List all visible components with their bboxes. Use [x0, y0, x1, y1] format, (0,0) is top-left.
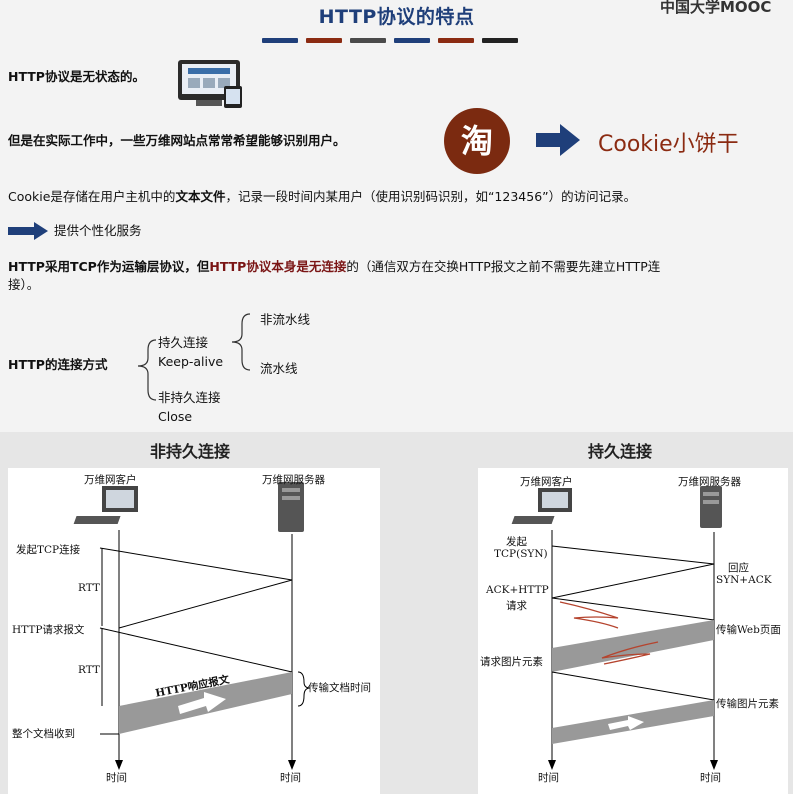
- client-computer-icon: [73, 486, 138, 524]
- client-computer-icon: [511, 488, 572, 524]
- tcp-start-label: 发起TCP连接: [16, 544, 81, 556]
- persistent-label: 持久连接: [158, 335, 209, 350]
- rtt-label: RTT: [78, 582, 100, 594]
- left-diagram-graphics: [73, 482, 311, 770]
- time-label: 时间: [106, 772, 127, 784]
- tree-brackets: [137, 313, 251, 401]
- web-page-label: 传输Web页面: [716, 624, 781, 636]
- time-label: 时间: [538, 772, 559, 784]
- server-icon: [278, 482, 304, 532]
- syn-label-b: TCP(SYN): [494, 548, 548, 560]
- persistent-diagram: 万维网客户 万维网服务器 发起 TCP(SYN) 回应 SYN+ACK ACK+…: [478, 468, 788, 794]
- devices-icon: [178, 60, 242, 108]
- time-label: 时间: [700, 772, 721, 784]
- accent-bar: [350, 38, 386, 43]
- client-label: 万维网客户: [84, 474, 137, 486]
- non-pipeline-label: 非流水线: [260, 312, 311, 327]
- syn-label-a: 发起: [506, 536, 527, 548]
- connection-modes-label: HTTP的连接方式: [8, 357, 108, 372]
- server-label: 万维网服务器: [678, 476, 741, 488]
- cookie-label: Cookie小饼干: [598, 132, 739, 157]
- http-request-label: HTTP请求报文: [12, 624, 85, 636]
- accent-bar: [394, 38, 430, 43]
- right-diagram-title: 持久连接: [588, 442, 653, 461]
- rtt-label: RTT: [78, 664, 100, 676]
- non-persistent-diagram: 万维网客户 万维网服务器 发起TCP连接 RTT HTTP请求报文 RTT 整个…: [8, 468, 380, 794]
- accent-bar: [262, 38, 298, 43]
- server-icon: [700, 486, 722, 528]
- server-label: 万维网服务器: [262, 474, 325, 486]
- close-label: Close: [158, 409, 193, 424]
- nonpersistent-label: 非持久连接: [158, 390, 221, 405]
- personalized-service: 提供个性化服务: [54, 223, 142, 238]
- pipeline-label: 流水线: [260, 361, 298, 376]
- accent-bar: [482, 38, 518, 43]
- doc-received-label: 整个文档收到: [12, 728, 75, 740]
- client-label: 万维网客户: [520, 476, 573, 488]
- bullet-arrow-icon: [8, 222, 48, 240]
- keepalive-label: Keep-alive: [158, 354, 224, 369]
- image-request-label: 请求图片元素: [480, 656, 543, 668]
- accent-bar: [306, 38, 342, 43]
- arrow-right-icon: [536, 124, 580, 156]
- accent-bar: [438, 38, 474, 43]
- cookie-definition: Cookie是存储在用户主机中的文本文件，记录一段时间内某用户（使用识别码识别，…: [8, 189, 637, 204]
- reply-label-a: 回应: [728, 562, 749, 574]
- ack-label-b: 请求: [506, 600, 527, 612]
- connectionless-text: HTTP采用TCP作为运输层协议，但HTTP协议本身是无连接的（通信双方在交换H…: [8, 259, 661, 292]
- reply-label-b: SYN+ACK: [716, 574, 772, 586]
- stateless-text: HTTP协议是无状态的。: [8, 69, 145, 84]
- ack-label-a: ACK+HTTP: [486, 584, 549, 596]
- transfer-time-label: 传输文档时间: [308, 682, 371, 694]
- left-diagram-title: 非持久连接: [150, 442, 231, 461]
- mooc-logo: 中国大学MOOC: [660, 0, 772, 16]
- page-title: HTTP协议的特点: [318, 6, 475, 28]
- taobao-icon: 淘: [444, 108, 510, 174]
- right-diagram-graphics: [511, 486, 722, 770]
- image-transfer-label: 传输图片元素: [716, 698, 779, 710]
- accent-bars: [262, 38, 518, 43]
- identify-users-text: 但是在实际工作中，一些万维网站点常常希望能够识别用户。: [8, 133, 346, 148]
- time-label: 时间: [280, 772, 301, 784]
